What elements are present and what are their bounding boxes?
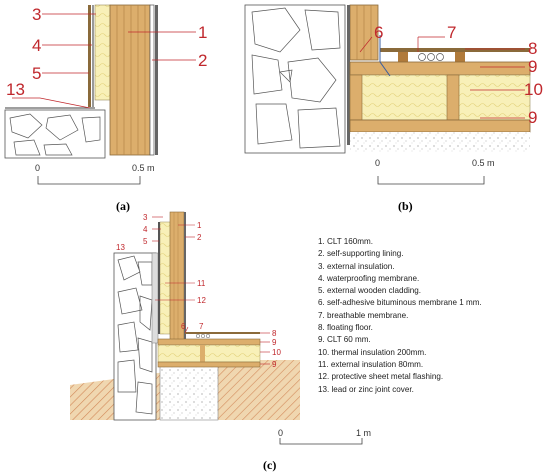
clt-slab-top-b	[349, 61, 531, 76]
thermal-insulation-b	[349, 74, 531, 121]
label-b-9-top: 9	[528, 57, 537, 76]
label-b-8: 8	[528, 39, 537, 58]
label-c-7: 7	[199, 322, 204, 331]
wooden-cladding-a	[88, 5, 91, 107]
legend-item-13: 13. lead or zinc joint cover.	[318, 384, 414, 394]
label-c-5: 5	[143, 237, 148, 246]
scale-a-start: 0	[35, 163, 40, 173]
label-c-11: 11	[197, 279, 206, 288]
label-b-10: 10	[524, 80, 543, 99]
leaders-c	[152, 216, 270, 365]
label-c-6: 6	[181, 322, 186, 331]
label-c-4: 4	[143, 225, 148, 234]
clt-slab-bottom-c	[157, 361, 261, 368]
caption-b: (b)	[398, 199, 413, 213]
scale-c-end: 1 m	[356, 428, 371, 438]
caption-a: (a)	[116, 199, 130, 213]
legend-item-2: 2. self-supporting lining.	[318, 249, 404, 259]
leaders-b	[359, 36, 525, 119]
legend-item-4: 4. waterproofing membrane.	[318, 273, 420, 283]
label-c-12: 12	[197, 296, 206, 305]
scale-b-end: 0.5 m	[472, 158, 495, 168]
caption-c: (c)	[263, 458, 276, 472]
floating-floor-b	[380, 48, 530, 52]
panel-b	[244, 4, 531, 154]
clt-slab-top-c	[157, 338, 261, 346]
clt-wall-a	[109, 4, 151, 156]
clt-slab-bottom-b	[349, 119, 531, 133]
legend-item-5: 5. external wooden cladding.	[318, 286, 422, 296]
label-b-7: 7	[447, 23, 456, 42]
scale-bar-b	[377, 176, 485, 185]
stone-wall-b	[244, 4, 346, 154]
legend: 1. CLT 160mm. 2. self-supporting lining.…	[318, 236, 482, 396]
panel-a	[4, 4, 158, 159]
label-a-13: 13	[6, 80, 25, 99]
label-c-13: 13	[116, 243, 125, 252]
legend-item-11: 11. external insulation 80mm.	[318, 359, 424, 369]
thermal-insulation-c	[157, 344, 261, 363]
label-c-2: 2	[197, 233, 202, 242]
legend-item-10: 10. thermal insulation 200mm.	[318, 347, 427, 357]
label-c-10: 10	[272, 348, 281, 357]
legend-item-1: 1. CLT 160mm.	[318, 237, 374, 246]
legend-item-12: 12. protective sheet metal flashing.	[318, 372, 444, 382]
label-a-4: 4	[32, 36, 41, 55]
label-c-9-bottom: 9	[272, 360, 277, 369]
scale-c-start: 0	[278, 428, 283, 438]
label-a-2: 2	[198, 51, 207, 70]
legend-item-8: 8. floating floor.	[318, 323, 373, 333]
scale-bar-c	[279, 438, 363, 445]
panel-c	[70, 211, 300, 421]
legend-item-7: 7. breathable membrane.	[318, 310, 409, 320]
legend-item-9: 9. CLT 60 mm.	[318, 335, 371, 345]
scale-b-start: 0	[375, 158, 380, 168]
legend-item-3: 3. external insulation.	[318, 261, 395, 271]
stone-wall-a	[4, 109, 106, 159]
label-c-9-top: 9	[272, 338, 277, 347]
scale-bar-a	[37, 176, 141, 185]
label-c-1: 1	[197, 221, 202, 230]
label-c-8: 8	[272, 329, 277, 338]
scale-a-end: 0.5 m	[132, 163, 155, 173]
label-c-3: 3	[143, 213, 148, 222]
label-a-1: 1	[198, 23, 207, 42]
label-a-5: 5	[32, 64, 41, 83]
label-b-9-bottom: 9	[528, 108, 537, 127]
leaders-a	[12, 13, 196, 109]
label-a-3: 3	[32, 5, 41, 24]
foundation-c	[159, 364, 219, 421]
external-insulation-a	[94, 4, 111, 101]
legend-item-6: 6. self-adhesive bituminous membrane 1 m…	[318, 298, 482, 308]
label-b-6: 6	[374, 23, 383, 42]
stone-wall-c	[113, 252, 157, 421]
